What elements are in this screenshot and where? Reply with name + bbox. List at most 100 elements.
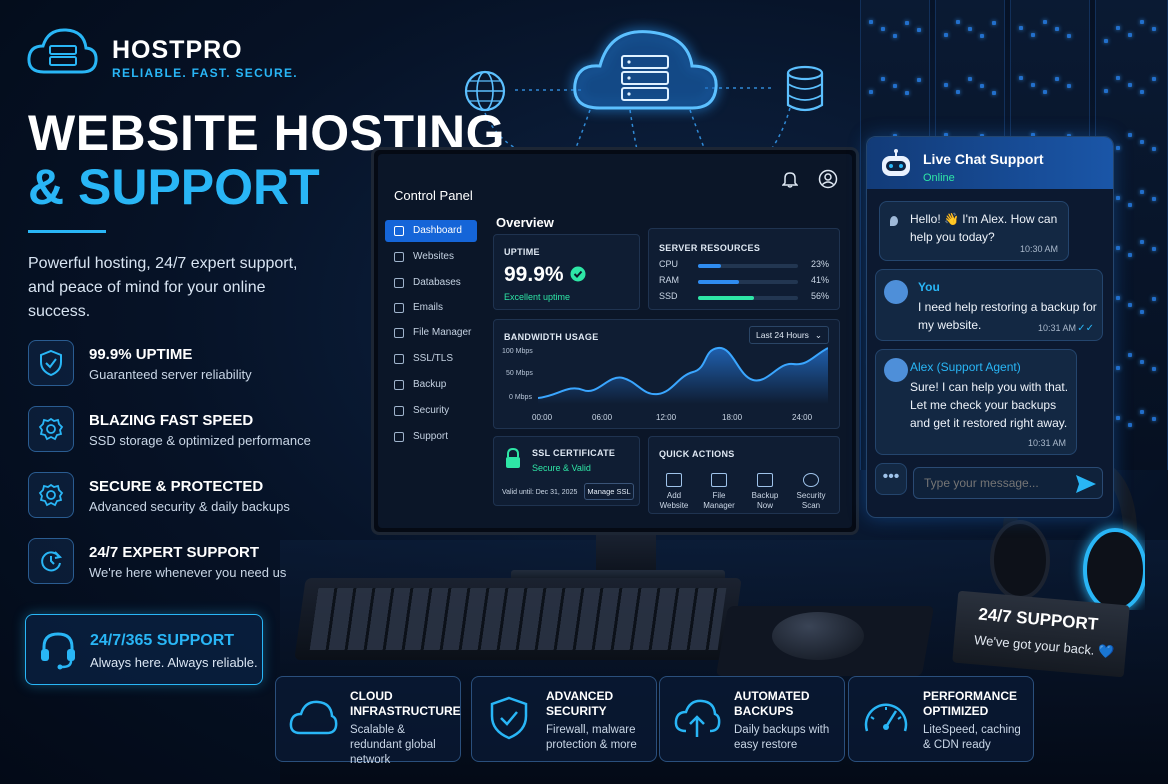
feature-title: BLAZING FAST SPEED — [89, 412, 254, 429]
y-tick: 50 Mbps — [506, 370, 533, 377]
mouse — [772, 612, 864, 660]
backup-icon — [757, 473, 773, 487]
server-resources-label: SERVER RESOURCES — [659, 243, 761, 253]
brand-tagline: RELIABLE. FAST. SECURE. — [112, 66, 298, 80]
bottom-feature-desc: Daily backups with easy restore — [734, 724, 830, 751]
monitor: Control Panel Dashboard Websites Databas… — [371, 147, 859, 535]
brand-name: HOSTPRO — [112, 36, 243, 64]
support-card-title: 24/7/365 SUPPORT — [90, 632, 235, 649]
database-icon — [394, 278, 404, 288]
cloud-upload-icon — [674, 699, 721, 737]
support-card[interactable]: 24/7/365 SUPPORT Always here. Always rel… — [25, 614, 263, 685]
refresh-clock-icon — [28, 538, 74, 584]
chat-status: Online — [923, 172, 955, 184]
bandwidth-area-chart — [538, 347, 828, 404]
feature-title: 99.9% UPTIME — [89, 346, 193, 363]
feature-desc: SSD storage & optimized performance — [89, 433, 311, 448]
more-options-icon[interactable]: ••• — [875, 463, 907, 495]
resource-row-ram: RAM 41% — [659, 275, 829, 285]
mail-icon — [394, 303, 404, 313]
cloud-server-icon — [573, 30, 718, 110]
add-website-icon — [666, 473, 682, 487]
chat-sender: You — [918, 280, 940, 294]
sidebar-item-support[interactable]: Support — [385, 426, 477, 448]
lock-icon — [506, 447, 520, 468]
user-avatar-icon[interactable] — [818, 169, 838, 189]
cloud-network-diagram — [464, 30, 824, 164]
agent-avatar — [884, 358, 908, 382]
chat-message-input[interactable] — [913, 467, 1103, 499]
overview-heading: Overview — [496, 215, 554, 230]
chat-message-user: You I need help restoring a backup for m… — [875, 269, 1103, 341]
sidebar-item-security[interactable]: Security — [385, 400, 477, 422]
cloud-server-logo-icon — [27, 28, 98, 74]
chevron-down-icon: ⌄ — [814, 330, 822, 340]
range-select[interactable]: Last 24 Hours ⌄ — [749, 326, 829, 344]
file-icon — [711, 473, 727, 487]
hero-description: Powerful hosting, 24/7 expert support, a… — [28, 255, 298, 320]
support-icon — [394, 432, 404, 442]
feature-desc: We're here whenever you need us — [89, 565, 287, 580]
resource-bar-fill — [698, 296, 754, 300]
feature-security: SECURE & PROTECTED Advanced security & d… — [28, 472, 328, 522]
feature-uptime: 99.9% UPTIME Guaranteed server reliabili… — [28, 340, 328, 390]
robot-icon — [882, 149, 910, 176]
bottom-feature-cloud: CLOUD INFRASTRUCTURE Scalable & redundan… — [275, 676, 461, 766]
live-chat-window: Live Chat Support Online Hello! 👋 I'm Al… — [866, 136, 1114, 518]
uptime-label: UPTIME — [504, 247, 540, 257]
bottom-feature-backups: AUTOMATED BACKUPS Daily backups with eas… — [659, 676, 845, 762]
support-card-desc: Always here. Always reliable. — [90, 655, 258, 670]
sidebar-item-ssl-tls[interactable]: SSL/TLS — [385, 348, 477, 370]
sidebar-item-file-manager[interactable]: File Manager — [385, 322, 477, 344]
bottom-feature-title: AUTOMATED BACKUPS — [734, 689, 810, 718]
feature-title: 24/7 EXPERT SUPPORT — [89, 544, 260, 561]
lock-icon — [394, 354, 404, 364]
bottom-feature-performance: PERFORMANCE OPTIMIZED LiteSpeed, caching… — [848, 676, 1034, 762]
uptime-panel: UPTIME 99.9% Excellent uptime — [493, 234, 640, 310]
manage-ssl-button[interactable]: Manage SSL — [584, 483, 634, 500]
cloud-icon — [289, 700, 338, 735]
sidebar-item-backup[interactable]: Backup — [385, 374, 477, 396]
x-tick: 12:00 — [656, 413, 677, 422]
chat-message-time: 10:31 AM — [1037, 323, 1076, 333]
resource-bar-fill — [698, 264, 721, 268]
server-resources-panel: SERVER RESOURCES CPU 23% RAM 41% SSD 56% — [648, 228, 840, 310]
resource-bar — [698, 296, 798, 300]
globe-icon — [464, 70, 506, 112]
bandwidth-label: BANDWIDTH USAGE — [504, 332, 599, 342]
chat-header: Live Chat Support Online — [867, 137, 1113, 189]
x-tick: 06:00 — [592, 413, 613, 422]
bottom-feature-title: ADVANCED SECURITY — [546, 689, 614, 718]
feature-speed: BLAZING FAST SPEED SSD storage & optimiz… — [28, 406, 328, 456]
bottom-feature-desc: Scalable & redundant global network — [350, 724, 436, 766]
resource-bar-fill — [698, 280, 739, 284]
hero-divider — [28, 230, 106, 233]
sidebar-item-dashboard[interactable]: Dashboard — [385, 220, 477, 242]
hero-title-line2: & SUPPORT — [28, 159, 320, 215]
bottom-feature-desc: Firewall, malware protection & more — [546, 724, 637, 751]
sidebar-item-databases[interactable]: Databases — [385, 272, 477, 294]
resource-bar — [698, 264, 798, 268]
sidebar-item-websites[interactable]: Websites — [385, 246, 477, 268]
feature-desc: Guaranteed server reliability — [89, 367, 252, 382]
bot-indicator-icon — [890, 216, 898, 226]
bell-icon[interactable] — [782, 170, 798, 188]
resource-bar — [698, 280, 798, 284]
send-icon[interactable] — [1075, 474, 1097, 494]
bottom-feature-security: ADVANCED SECURITY Firewall, malware prot… — [471, 676, 657, 762]
bottom-feature-title: CLOUD INFRASTRUCTURE — [350, 689, 461, 718]
ssl-status: Secure & Valid — [532, 463, 591, 473]
resource-row-cpu: CPU 23% — [659, 259, 829, 269]
ssl-label: SSL CERTIFICATE — [532, 448, 616, 458]
chat-message-time: 10:31 AM — [1027, 438, 1066, 448]
sidebar-item-emails[interactable]: Emails — [385, 297, 477, 319]
folder-icon — [394, 328, 404, 338]
ssl-panel: SSL CERTIFICATE Secure & Valid Valid unt… — [493, 436, 640, 506]
scan-gear-icon — [803, 473, 819, 487]
monitor-stand — [596, 533, 656, 575]
